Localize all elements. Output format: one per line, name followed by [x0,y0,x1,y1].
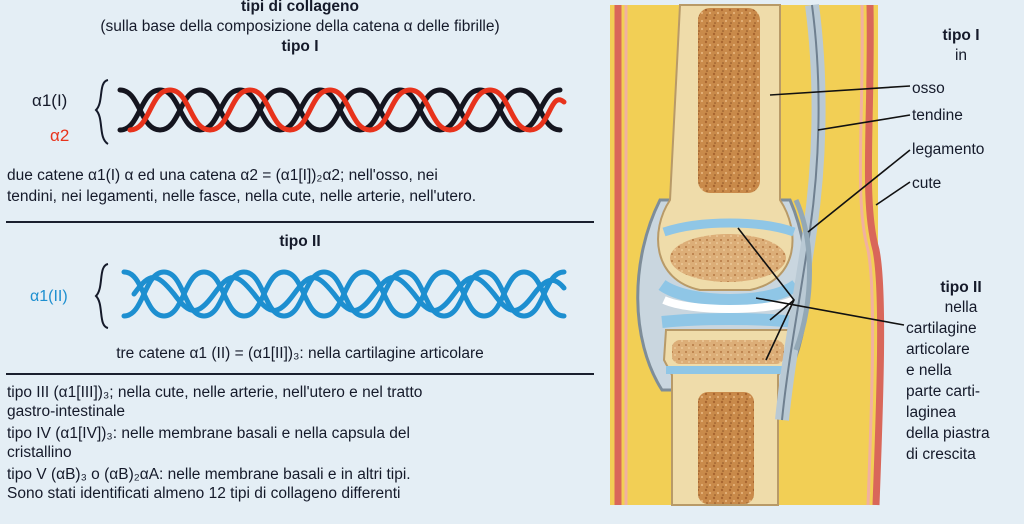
pointer-legamento [807,149,911,233]
label-tipo1-in: in [954,47,968,64]
type2-brace [94,263,109,329]
divider-2 [6,373,594,375]
divider-1 [6,221,594,223]
pointer-osso [769,85,911,96]
figure-subtitle: (sulla base della composizione della cat… [100,18,500,35]
type1-alpha2-label: α2 [50,126,70,145]
knee-joint-illustration [610,4,911,506]
label-tipo2-line6: laginea [906,404,956,421]
type2-strand-b [121,269,567,319]
label-osso: osso [912,80,945,97]
label-tendine: tendine [912,107,963,124]
summary-line: Sono stati identificati almeno 12 tipi d… [7,485,401,502]
label-tipo2-line8: di crescita [906,446,976,463]
label-tipo2-line7: della piastra [906,425,990,442]
type3-line2: gastro-intestinale [7,403,126,420]
pointer-cute [875,181,911,206]
type2-description: tre catene α1 (II) = (α1[II])₃: nella ca… [116,345,484,362]
pointer-cartilage-2 [769,299,795,321]
label-tipo2-line2: cartilagine [906,320,977,337]
upper-marrow [698,8,760,193]
label-tipo2-line4: e nella [906,362,952,379]
skin-right [864,4,885,506]
type1-heading: tipo I [281,38,319,55]
type1-strand-red [127,87,567,133]
label-cute: cute [912,175,942,192]
type1-brace [94,79,109,145]
type3-line1: tipo III (α1[III])₃; nella cute, nelle a… [7,384,423,401]
label-tipo1-title: tipo I [942,27,980,44]
pointer-cartilage-1 [755,297,905,326]
type2-heading: tipo II [279,233,321,250]
ligament [793,198,812,351]
pointer-tendine [817,114,911,131]
type2-triple-helix [94,263,567,329]
label-legamento: legamento [912,141,985,158]
type1-triple-helix [94,79,567,145]
lower-marrow [698,392,754,504]
label-tipo2-line5: parte carti- [906,383,981,400]
skin-right-inner [858,4,875,506]
upper-growth-plate [662,218,796,237]
lower-epiphysis [672,340,784,364]
type1-alpha1-label: α1(I) [32,91,68,110]
type1-description-line2: tendini, nei legamenti, nelle fasce, nel… [7,188,477,205]
figure-title: tipi di collageno [241,0,359,15]
type4-line1: tipo IV (α1[IV])₃: nelle membrane basali… [7,425,410,442]
type5-line: tipo V (αB)₃ o (αB)₂αA: nelle membrane b… [7,466,411,483]
label-tipo2-line1: nella [944,299,978,316]
articular-cartilage-lower [661,313,797,328]
type4-line2: cristallino [7,444,72,461]
upper-epiphysis [670,234,786,282]
type2-alpha1-label: α1(II) [30,288,68,305]
label-tipo2-title: tipo II [940,279,982,296]
type2-strand-c [131,275,567,313]
label-tipo2-line3: articolare [906,341,970,358]
articular-cartilage-upper [658,279,800,306]
type1-description-line1: due catene α1(I) α ed una catena α2 = (α… [7,167,438,184]
